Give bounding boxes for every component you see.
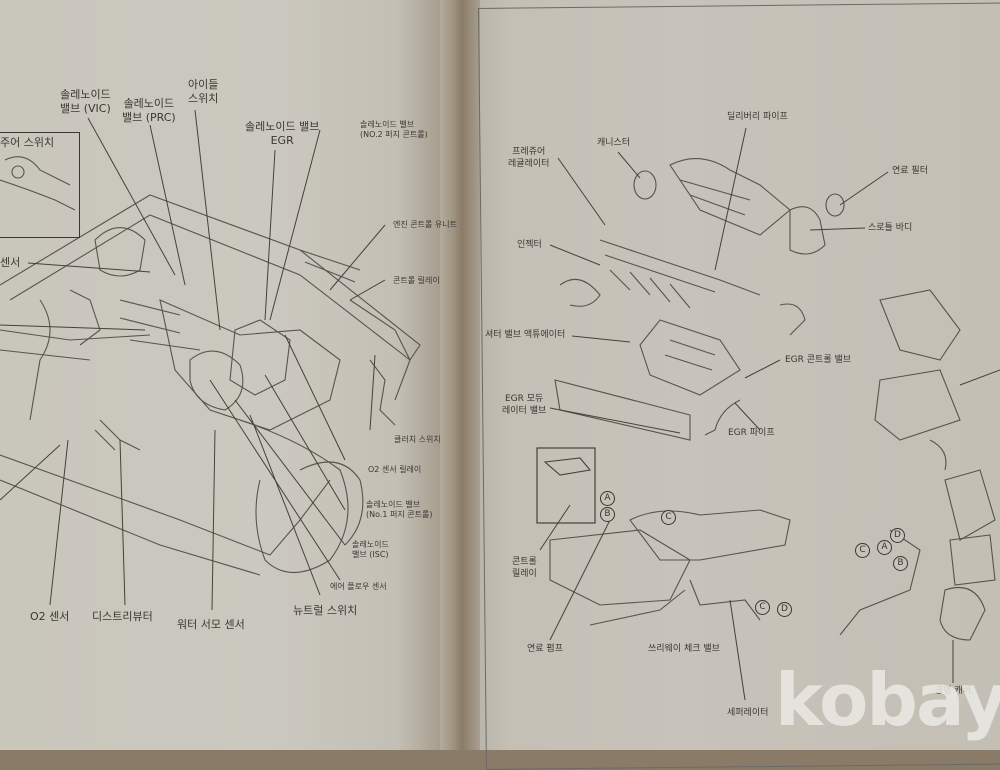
label-engine-control-unit: 엔진 콘트롤 유니트 (393, 220, 457, 229)
label-line-1: EGR 모듀 (504, 394, 544, 404)
right-leader-lines (539, 127, 1000, 701)
label-throttle-body: 스로틀 바디 (868, 223, 913, 233)
connector-mark: D (890, 528, 905, 543)
label-control-relay-right: 콘트롤 릴레이 (512, 556, 537, 580)
label-idle-switch: 아이들 스위치 (188, 78, 218, 106)
label-neutral-switch: 뉴트럴 스위치 (293, 604, 358, 617)
label-line-2: (No.1 퍼지 콘트롤) (366, 510, 433, 519)
label-fuel-filter: 연료 필터 (892, 166, 928, 176)
connector-mark: D (777, 602, 792, 617)
left-page (0, 0, 452, 750)
label-solenoid-vic: 솔레노이드 밸브 (VIC) (60, 88, 111, 116)
label-clutch-switch: 클러치 스위치 (394, 435, 441, 444)
label-solenoid-no1: 솔레노이드 밸브 (No.1 퍼지 콘트롤) (366, 500, 433, 520)
label-line-1: 솔레노이드 밸브 (360, 120, 415, 129)
label-line-1: 콘트롤 (512, 557, 537, 567)
label-sensor-partial: 센서 (0, 256, 21, 269)
label-line-2: 밸브 (PRC) (122, 111, 176, 124)
engine-bay-outline (0, 194, 421, 576)
label-o2-sensor-relay: O2 센서 릴레이 (368, 465, 422, 474)
label-solenoid-prc: 솔레노이드 밸브 (PRC) (122, 97, 176, 125)
label-separator: 세퍼레이터 (727, 708, 769, 718)
label-egr-modulator-valve: EGR 모듀 레이터 밸브 (502, 393, 546, 417)
label-distributor: 디스트리뷰터 (92, 610, 153, 623)
label-line-1: 솔레노이드 (123, 97, 175, 110)
label-line-2: 레귤레이터 (508, 159, 550, 169)
label-line-2: 릴레이 (512, 569, 537, 579)
label-solenoid-no2: 솔레노이드 밸브 (NO.2 퍼지 콘트롤) (360, 120, 428, 140)
label-three-way-check-valve: 쓰리웨이 체크 밸브 (648, 644, 720, 654)
label-solenoid-egr: 솔레노이드 밸브 EGR (245, 120, 319, 148)
inset-box-left (0, 132, 80, 238)
inset-detail-drawing (0, 156, 76, 211)
label-injector: 인젝터 (517, 240, 542, 250)
engine-diagram-drawing (0, 109, 1000, 701)
label-control-relay-left: 콘트롤 릴레이 (393, 276, 440, 285)
label-line-2: 밸브 (VIC) (60, 102, 111, 115)
label-line-1: 솔레노이드 (60, 88, 111, 101)
label-solenoid-isc: 솔레노이드 밸브 (ISC) (352, 540, 389, 560)
connector-mark: C (661, 510, 676, 525)
connector-mark: A (877, 540, 892, 555)
connector-mark: B (600, 507, 615, 522)
connector-mark: A (600, 491, 615, 506)
label-o2-sensor: O2 센서 (30, 610, 70, 623)
label-line-2: 스위치 (188, 92, 219, 105)
right-inset-box (536, 447, 596, 524)
left-leader-lines (0, 109, 386, 611)
label-canister: 캐니스터 (597, 138, 631, 148)
label-shutter-valve-actuator: 셔터 밸브 액튜에이터 (485, 330, 566, 340)
label-line-2: 레이터 밸브 (502, 406, 547, 416)
fuel-system-drawing (549, 158, 996, 641)
connector-mark: B (893, 556, 908, 571)
label-line-2: (NO.2 퍼지 콘트롤) (360, 130, 428, 139)
inset-label: 주어 스위치 (0, 136, 55, 149)
label-water-thermo-sensor: 워터 서모 센서 (177, 618, 245, 631)
label-pressure-regulator: 프레쥬어 레귤레이터 (508, 146, 549, 170)
label-fuel-pump: 연료 펌프 (527, 644, 563, 654)
label-line-1: 솔레노이드 밸브 (245, 120, 320, 133)
label-line-1: 솔레노이드 (352, 540, 389, 549)
label-resonator-cover: 공명 캐버 (935, 686, 971, 696)
label-delivery-pipe: 딜리버리 파이프 (727, 112, 788, 122)
label-air-flow-sensor: 에어 플로우 센서 (330, 582, 387, 591)
label-line-1: 아이들 (188, 78, 219, 91)
label-line-1: 프레쥬어 (512, 147, 546, 157)
watermark-logo: kobay (775, 658, 1000, 742)
label-egr-control-valve: EGR 콘트롤 밸브 (785, 355, 852, 365)
label-egr-pipe: EGR 파이프 (728, 428, 775, 438)
label-line-2: 밸브 (ISC) (352, 550, 389, 559)
book-gutter (440, 0, 480, 750)
label-line-1: 솔레노이드 밸브 (366, 500, 421, 509)
label-line-2: EGR (270, 134, 294, 147)
connector-mark: C (855, 543, 870, 558)
connector-mark: C (755, 600, 770, 615)
